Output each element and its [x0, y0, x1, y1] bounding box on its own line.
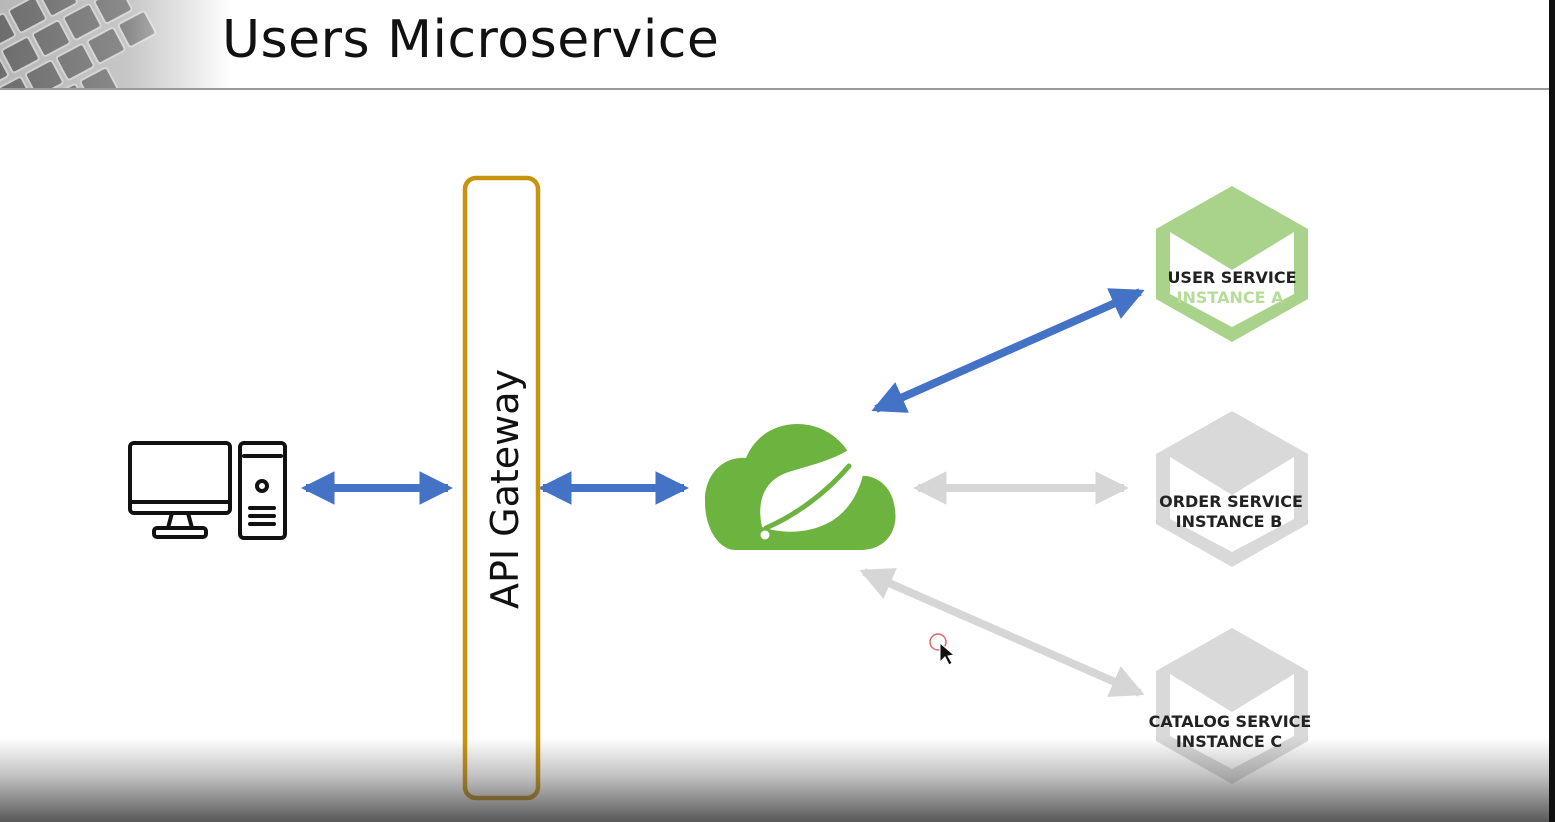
slide-header: Users Microservice: [0, 0, 1549, 90]
mouse-cursor-icon: [929, 633, 956, 666]
api-gateway-label: API Gateway: [483, 369, 527, 609]
discovery-user-service-arrow: [871, 288, 1145, 413]
user-service-instance-label: INSTANCE A: [1177, 288, 1285, 307]
window-right-edge: [1549, 0, 1555, 822]
catalog-service-label: CATALOG SERVICE: [1149, 712, 1312, 731]
slide-title: Users Microservice: [222, 10, 720, 70]
catalog-service-node: CATALOG SERVICE INSTANCE C: [1149, 628, 1312, 784]
desktop-computer-icon: [128, 441, 287, 540]
order-service-instance-label: INSTANCE B: [1176, 512, 1283, 531]
user-service-node: USER SERVICE INSTANCE A: [1156, 186, 1308, 342]
discovery-catalog-service-arrow: [859, 568, 1145, 697]
spring-cloud-icon: [704, 424, 896, 550]
order-service-label: ORDER SERVICE: [1159, 492, 1303, 511]
user-service-label: USER SERVICE: [1167, 268, 1296, 287]
catalog-service-instance-label: INSTANCE C: [1176, 732, 1282, 751]
keyboard-header-image: [0, 0, 232, 88]
order-service-node: ORDER SERVICE INSTANCE B: [1156, 411, 1308, 567]
api-gateway: API Gateway: [462, 175, 541, 801]
